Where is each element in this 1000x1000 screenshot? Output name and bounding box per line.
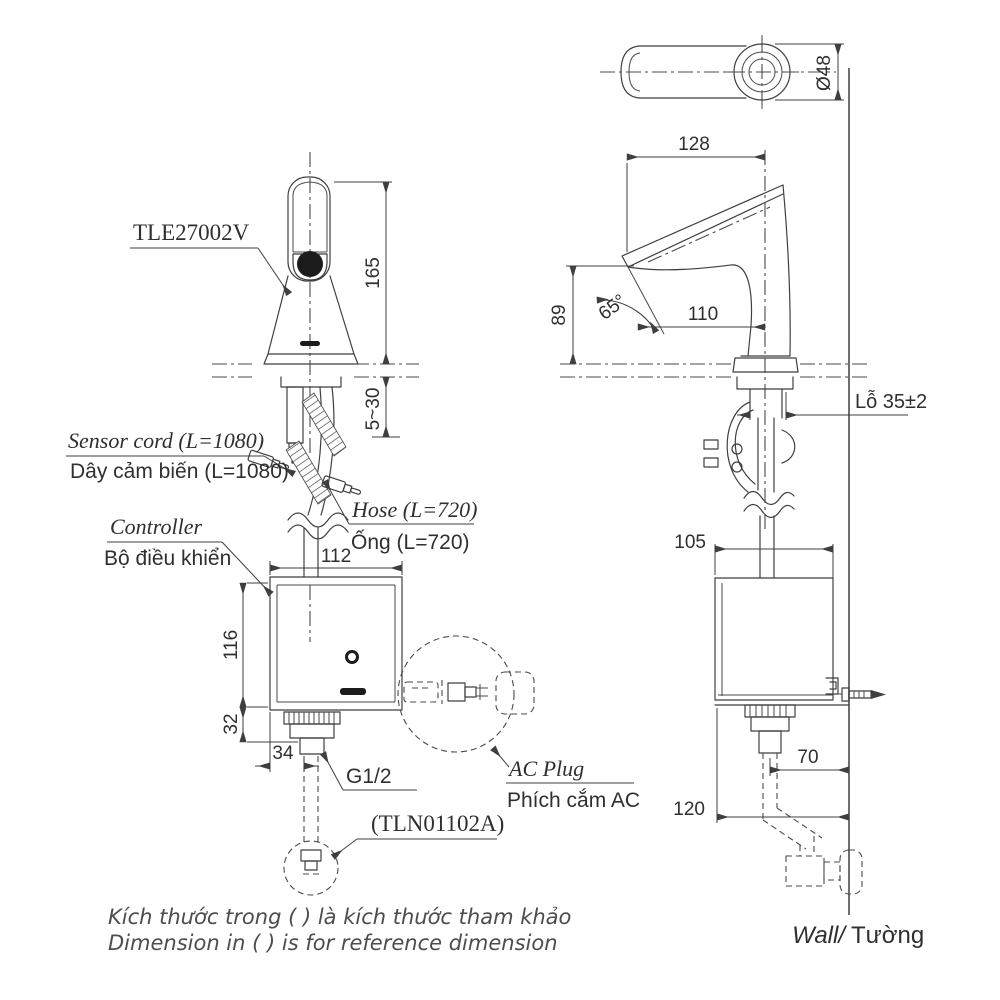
dim-controller-depth-group: 105 — [674, 532, 834, 578]
dim-controller-depth: 105 — [674, 532, 706, 553]
controller-side — [714, 577, 886, 895]
dim-spout-diameter-group: Ø48 — [775, 43, 844, 101]
reference-notes: Kích thước trong ( ) là kích thước tham … — [108, 905, 571, 955]
sensor-cord-coil-upper — [301, 392, 347, 457]
front-dimensions: 112 116 32 34 165 5~30 — [221, 181, 403, 772]
dim-spout-angle: 65° — [595, 291, 631, 325]
front-view: 112 116 32 34 165 5~30 TLE27002V Sensor … — [66, 152, 640, 896]
ac-plug-label-vi: Phích cắm AC — [507, 789, 640, 812]
spout-plan-view — [600, 35, 836, 109]
front-labels: TLE27002V Sensor cord (L=1080) Dây cảm b… — [66, 220, 640, 860]
dim-total-height: 165 — [363, 257, 384, 289]
controller-led — [345, 650, 359, 664]
spout-outlet-slot — [300, 341, 320, 346]
wall-label-en: Wall/ — [792, 922, 847, 949]
ac-plug-label-en: AC Plug — [507, 756, 584, 781]
dim-controller-height: 116 — [221, 630, 242, 660]
wall-screw — [833, 687, 886, 702]
supply-valve-circle — [283, 840, 339, 896]
supply-valve-code-label: (TLN01102A) — [371, 811, 504, 836]
dim-controller-to-wall-group: 120 — [673, 708, 850, 823]
dim-pipe-to-wall-group: 70 — [769, 747, 850, 776]
ac-plug-detail-circle — [397, 635, 515, 753]
dim-spout-height-group: 89 — [549, 265, 634, 365]
under-counter-front — [247, 376, 362, 578]
thread-size-label: G1/2 — [346, 765, 392, 788]
ac-plug-drawing — [403, 671, 535, 715]
sensor-window — [297, 251, 323, 277]
dim-reach-tip: 128 — [678, 134, 710, 155]
sensor-cord-coil-lower — [285, 440, 332, 505]
product-code-label: TLE27002V — [133, 220, 250, 245]
supply-pipe-hidden-side — [762, 753, 823, 850]
dim-reach-tip-group: 128 — [626, 134, 766, 252]
wall-valve-hidden — [785, 836, 863, 895]
dim-spout-angle-group: 65° — [595, 266, 665, 335]
counter-lines-side — [560, 363, 868, 378]
under-counter-side — [703, 376, 796, 579]
hose-label-vi: Ống (L=720) — [351, 530, 470, 554]
dim-spout-diameter: Ø48 — [814, 55, 835, 91]
dim-outlet-offset: 34 — [272, 743, 294, 764]
hose-label-en: Hose (L=720) — [351, 497, 477, 522]
hole-label: Lỗ 35±2 — [855, 390, 927, 413]
wall-label-vi: Tường — [851, 922, 924, 949]
dim-controller-width: 112 — [321, 546, 351, 567]
dim-pipe-to-wall: 70 — [797, 747, 818, 768]
controller-front — [269, 576, 403, 896]
note-line-vi: Kích thước trong ( ) là kích thước tham … — [108, 905, 571, 929]
dim-deck-thickness: 5~30 — [363, 388, 384, 431]
dim-fitting-height: 32 — [221, 713, 242, 734]
sensor-cord-label-en: Sensor cord (L=1080) — [68, 428, 264, 453]
faucet-front-outline — [263, 176, 359, 365]
dim-spout-height: 89 — [549, 304, 570, 325]
wall-label: Wall/ Tường — [792, 922, 924, 949]
side-view: Ø48 128 89 65° — [549, 35, 927, 949]
supply-pipe-hidden — [303, 756, 319, 846]
dim-spout-reach: 110 — [688, 304, 718, 325]
faucet-side-outline — [621, 150, 799, 530]
hose-break-side — [743, 490, 795, 519]
hole-dimension-group: Lỗ 35±2 — [737, 390, 927, 420]
controller-label-en: Controller — [110, 514, 203, 539]
dim-spout-reach-group: 110 — [637, 304, 766, 331]
controller-slot — [340, 688, 366, 695]
controller-label-vi: Bộ điều khiển — [104, 547, 231, 570]
note-line-en: Dimension in ( ) is for reference dimens… — [108, 931, 558, 955]
counter-lines-front — [212, 363, 419, 378]
dim-controller-to-wall: 120 — [673, 799, 705, 820]
sensor-cord-label-vi: Dây cảm biến (L=1080) — [70, 460, 289, 483]
